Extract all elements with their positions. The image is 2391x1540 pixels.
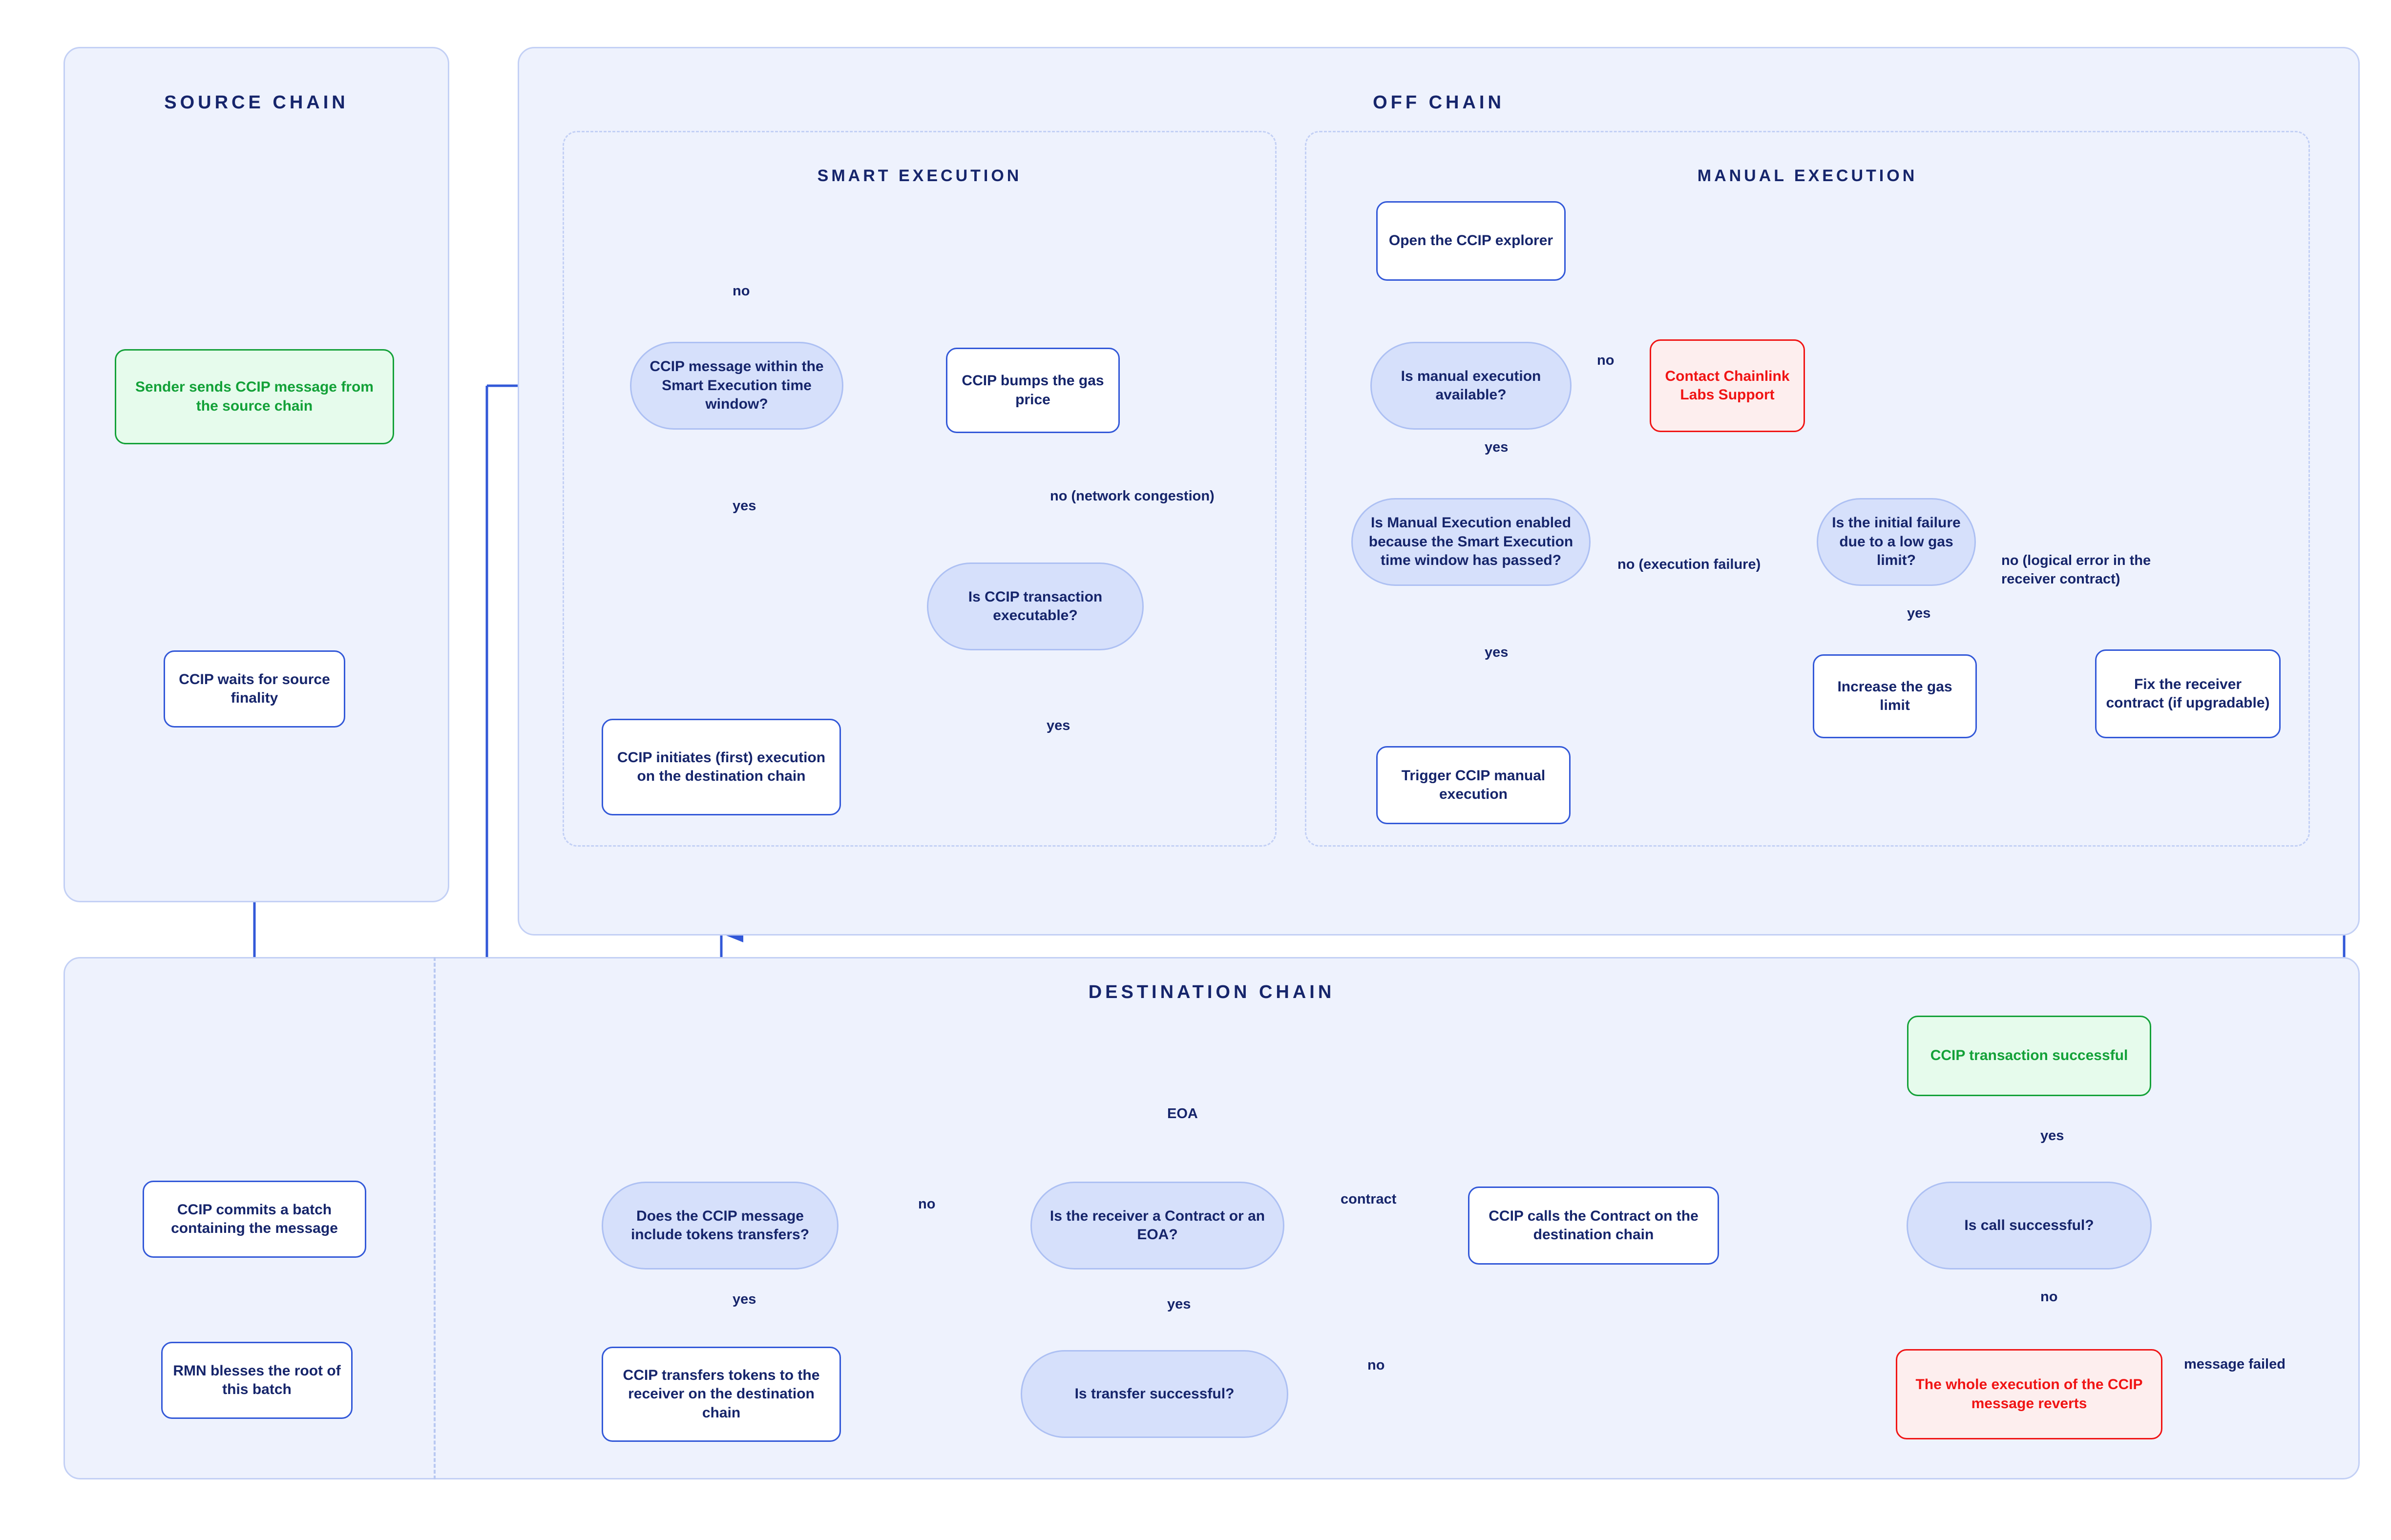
edge-label-tokens-yes: yes (733, 1291, 756, 1307)
subgroup-title-smart-execution: SMART EXECUTION (817, 166, 1022, 185)
edge-label-receiver-contract: contract (1341, 1191, 1397, 1207)
subgroup-title-manual-execution: MANUAL EXECUTION (1697, 166, 1918, 185)
edge-label-manual-no: no (1597, 353, 1615, 368)
node-contact-chainlink-labs-support[interactable]: Contact Chainlink Labs Support (1650, 339, 1805, 432)
subgroup-smart-execution: SMART EXECUTION (563, 131, 1277, 847)
node-is-receiver-contract-or-eoa[interactable]: Is the receiver a Contract or an EOA? (1030, 1182, 1284, 1269)
node-is-transfer-successful[interactable]: Is transfer successful? (1021, 1350, 1288, 1438)
node-initial-failure-low-gas-limit[interactable]: Is the initial failure due to a low gas … (1817, 498, 1976, 586)
node-is-manual-execution-enabled[interactable]: Is Manual Execution enabled because the … (1351, 498, 1591, 586)
edge-label-window-yes: yes (733, 498, 756, 514)
node-ccip-waits-finality[interactable]: CCIP waits for source finality (164, 650, 345, 728)
edge-label-receiver-eoa: EOA (1167, 1106, 1198, 1122)
edge-label-message-failed: message failed (2184, 1356, 2286, 1372)
edge-label-gas-yes: yes (1907, 605, 1931, 621)
node-within-smart-execution-window[interactable]: CCIP message within the Smart Execution … (630, 342, 843, 430)
node-ccip-transfers-tokens[interactable]: CCIP transfers tokens to the receiver on… (602, 1347, 841, 1442)
gas-no-label-text: no (logical error in the receiver contra… (2001, 553, 2151, 587)
node-is-call-successful[interactable]: Is call successful? (1907, 1182, 2152, 1269)
node-ccip-bumps-gas-price[interactable]: CCIP bumps the gas price (946, 348, 1120, 433)
lane-title-source-chain: SOURCE CHAIN (164, 92, 349, 113)
node-increase-gas-limit[interactable]: Increase the gas limit (1813, 654, 1977, 738)
node-ccip-commits-batch[interactable]: CCIP commits a batch containing the mess… (143, 1181, 366, 1258)
subgroup-manual-execution: MANUAL EXECUTION (1305, 131, 2310, 847)
node-ccip-initiates-execution[interactable]: CCIP initiates (first) execution on the … (602, 719, 841, 815)
edge-label-executable-yes: yes (1047, 718, 1070, 733)
lane-source-chain: SOURCE CHAIN (63, 47, 449, 902)
node-open-ccip-explorer[interactable]: Open the CCIP explorer (1376, 201, 1566, 281)
lane-title-destination-chain: DESTINATION CHAIN (1088, 982, 1335, 1002)
edge-label-enabled-yes: yes (1485, 645, 1509, 660)
node-ccip-calls-contract[interactable]: CCIP calls the Contract on the destinati… (1468, 1186, 1719, 1265)
node-trigger-manual-execution[interactable]: Trigger CCIP manual execution (1376, 746, 1571, 824)
node-fix-receiver-contract[interactable]: Fix the receiver contract (if upgradable… (2095, 649, 2281, 738)
node-ccip-message-reverts[interactable]: The whole execution of the CCIP message … (1896, 1349, 2162, 1439)
edge-label-tokens-no: no (918, 1196, 936, 1212)
edge-label-executable-no: no (network congestion) (1050, 488, 1215, 504)
edge-label-manual-yes: yes (1485, 439, 1509, 455)
destination-lane-divider (434, 957, 436, 1479)
node-rmn-blesses-root[interactable]: RMN blesses the root of this batch (161, 1342, 353, 1419)
node-includes-token-transfers[interactable]: Does the CCIP message include tokens tra… (602, 1182, 839, 1269)
lane-title-off-chain: OFF CHAIN (1373, 92, 1505, 113)
node-ccip-transaction-successful[interactable]: CCIP transaction successful (1907, 1016, 2151, 1096)
node-sender-sends-message[interactable]: Sender sends CCIP message from the sourc… (115, 349, 394, 444)
edge-label-transfer-no: no (1367, 1357, 1385, 1373)
edge-label-transfer-yes: yes (1167, 1296, 1191, 1312)
edge-label-call-yes: yes (2040, 1128, 2064, 1144)
edge-label-call-no: no (2040, 1289, 2058, 1305)
node-is-manual-execution-available[interactable]: Is manual execution available? (1370, 342, 1572, 430)
edge-label-window-no: no (733, 283, 750, 299)
edge-label-gas-no-line1: no (logical error in the receiver contra… (2001, 552, 2162, 588)
node-is-ccip-transaction-executable[interactable]: Is CCIP transaction executable? (927, 562, 1144, 650)
edge-label-enabled-no: no (execution failure) (1617, 557, 1761, 572)
